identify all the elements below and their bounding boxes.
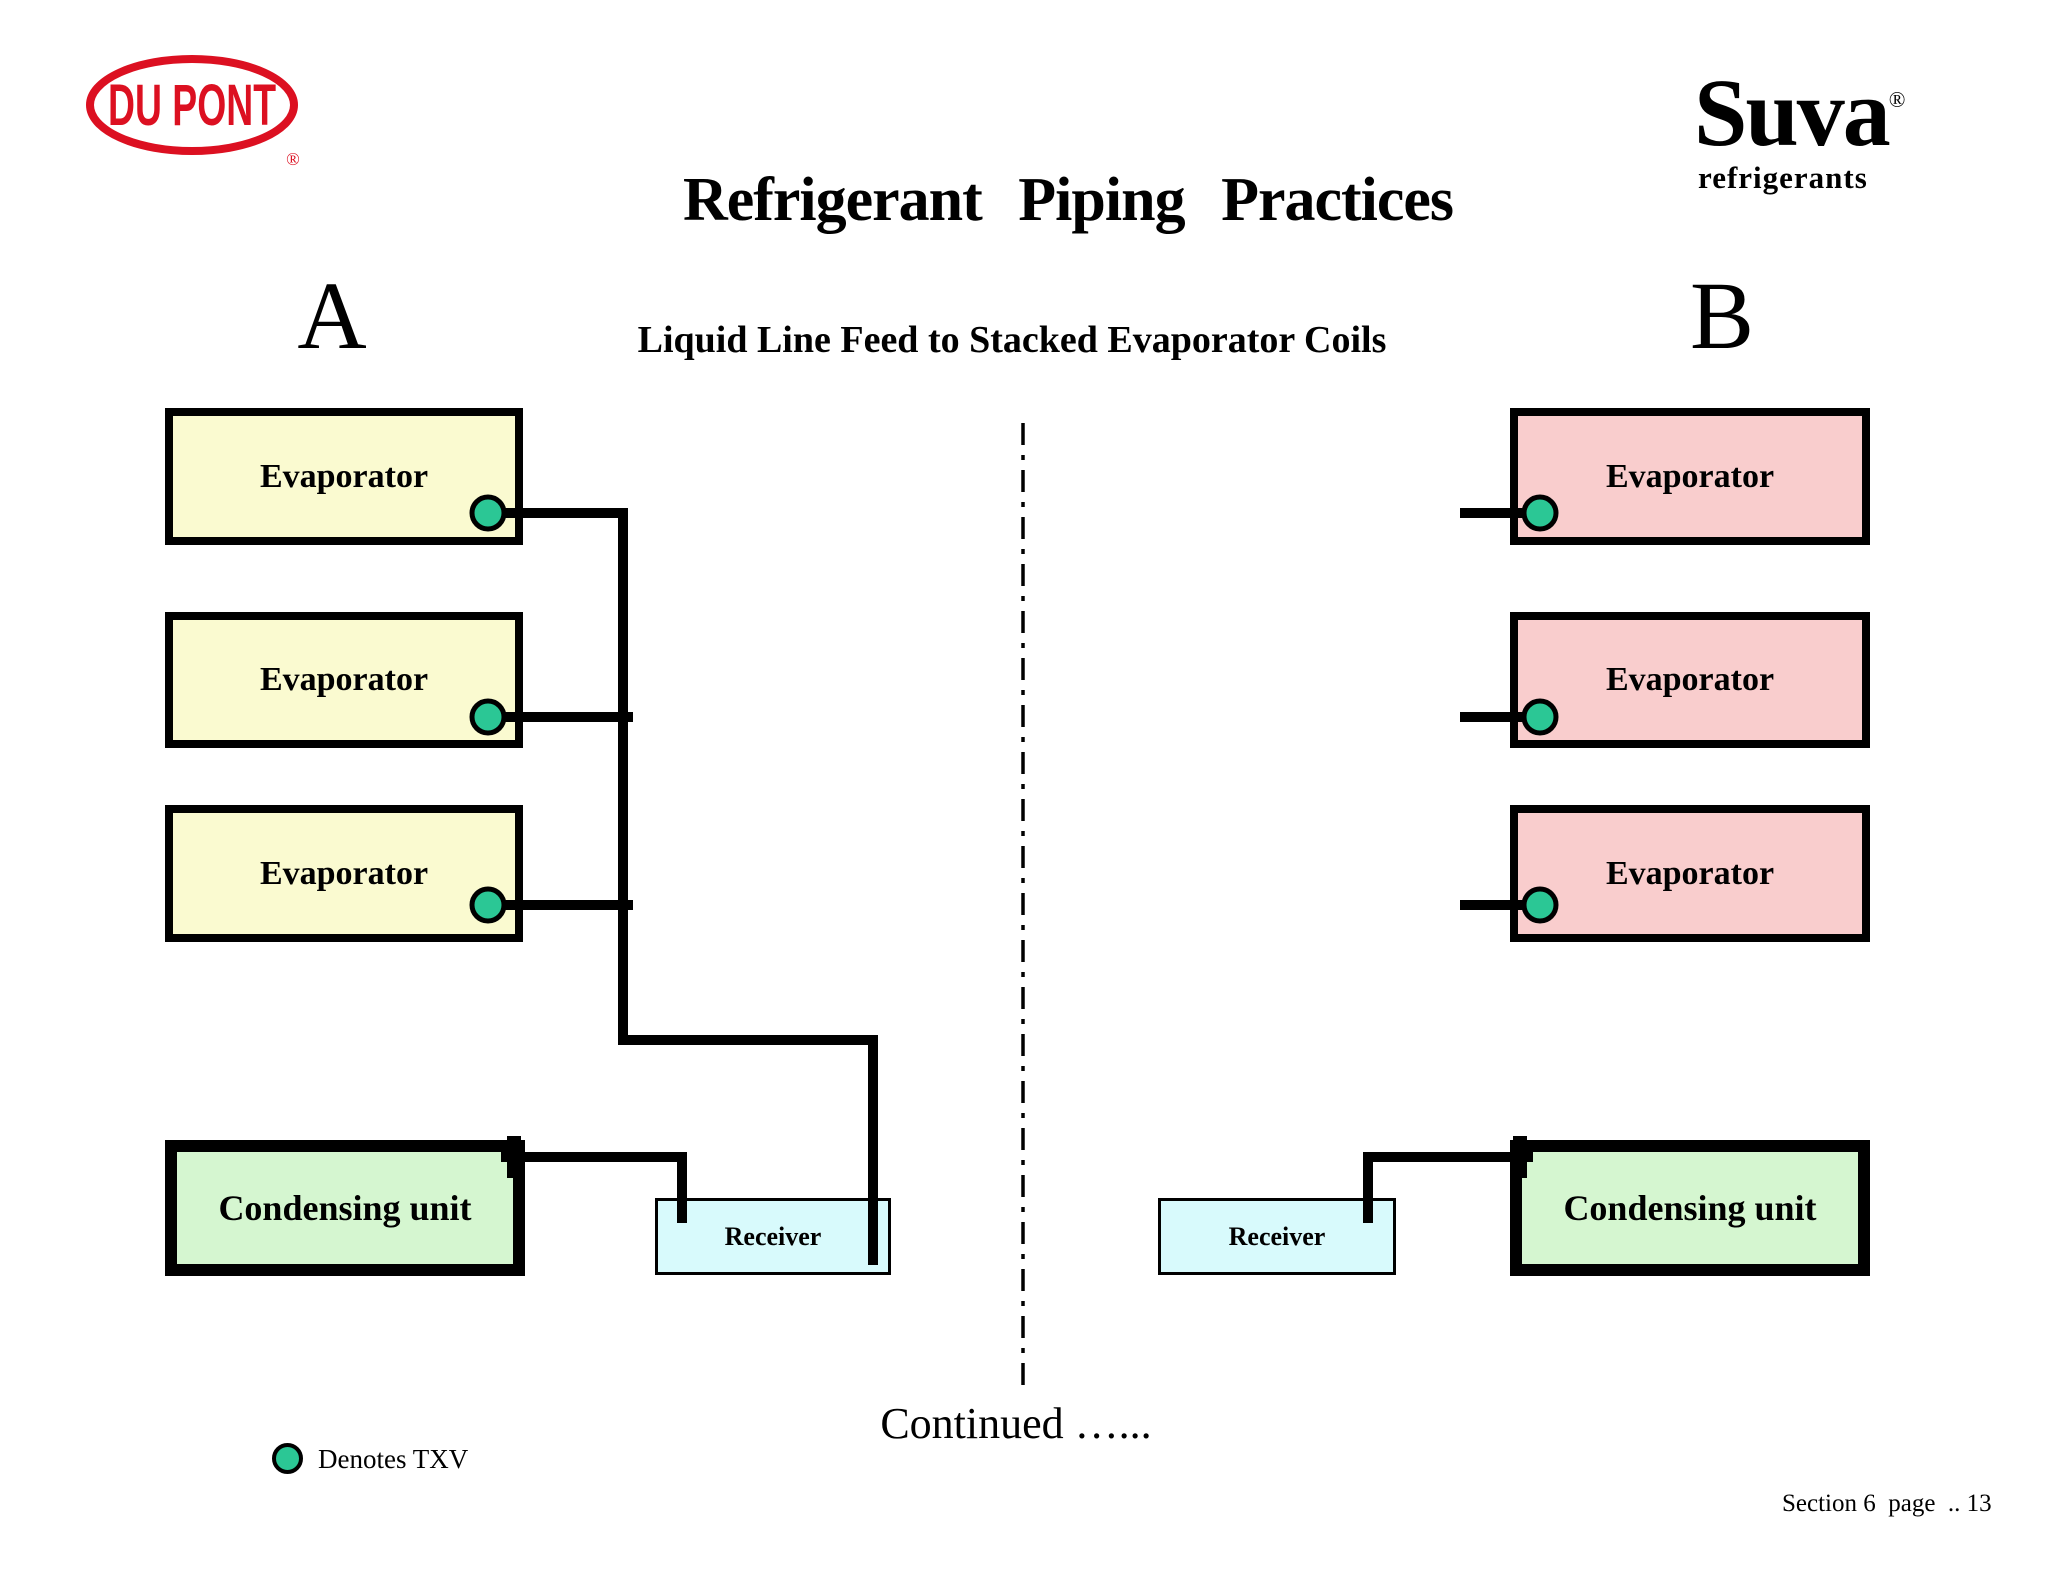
dupont-oval [86, 55, 298, 155]
page-subtitle: Liquid Line Feed to Stacked Evaporator C… [637, 319, 1387, 361]
suva-wordmark: Suva® [1694, 59, 1906, 166]
dupont-logo: DU PONT ® [86, 55, 300, 169]
evaporator-box-b1: Evaporator [1510, 408, 1870, 545]
dupont-registered-mark: ® [286, 149, 300, 169]
section-label-a: A [297, 262, 367, 369]
page-reference: Section 6 page .. 13 [1782, 1490, 1992, 1517]
receiver-label: Receiver [724, 1221, 822, 1251]
evaporator-box-a2: Evaporator [165, 612, 523, 748]
section-label-b: B [1689, 262, 1755, 369]
evaporator-box-b2: Evaporator [1510, 612, 1870, 748]
continued-note: Continued …... [880, 1399, 1152, 1448]
condensing-unit-box-b: Condensing unit [1510, 1140, 1870, 1276]
condensing-unit-box-a: Condensing unit [165, 1140, 525, 1276]
page-title: Refrigerant Piping Practices [682, 166, 1454, 234]
dupont-wordmark: DU PONT [108, 73, 276, 138]
receiver-box-b: Receiver [1158, 1198, 1396, 1275]
evaporator-label: Evaporator [1605, 457, 1775, 495]
suva-registered-mark: ® [1888, 87, 1906, 112]
evaporator-box-b3: Evaporator [1510, 805, 1870, 942]
evaporator-box-a1: Evaporator [165, 408, 523, 545]
evaporator-label: Evaporator [259, 661, 429, 698]
suva-tagline: refrigerants [1698, 159, 1868, 195]
suva-logo: Suva® refrigerants [1694, 59, 1994, 196]
evaporator-label: Evaporator [259, 854, 429, 892]
condensing-unit-label: Condensing unit [218, 1188, 472, 1228]
evaporator-label: Evaporator [1605, 661, 1775, 698]
txv-legend-icon [272, 1443, 303, 1474]
receiver-box-a: Receiver [655, 1198, 891, 1275]
evaporator-label: Evaporator [259, 457, 429, 495]
receiver-label: Receiver [1228, 1221, 1326, 1251]
liquid-line-a [483, 508, 878, 1265]
condensing-unit-label: Condensing unit [1563, 1188, 1817, 1228]
evaporator-label: Evaporator [1605, 854, 1775, 892]
txv-legend-label: Denotes TXV [318, 1444, 469, 1474]
evaporator-box-a3: Evaporator [165, 805, 523, 942]
